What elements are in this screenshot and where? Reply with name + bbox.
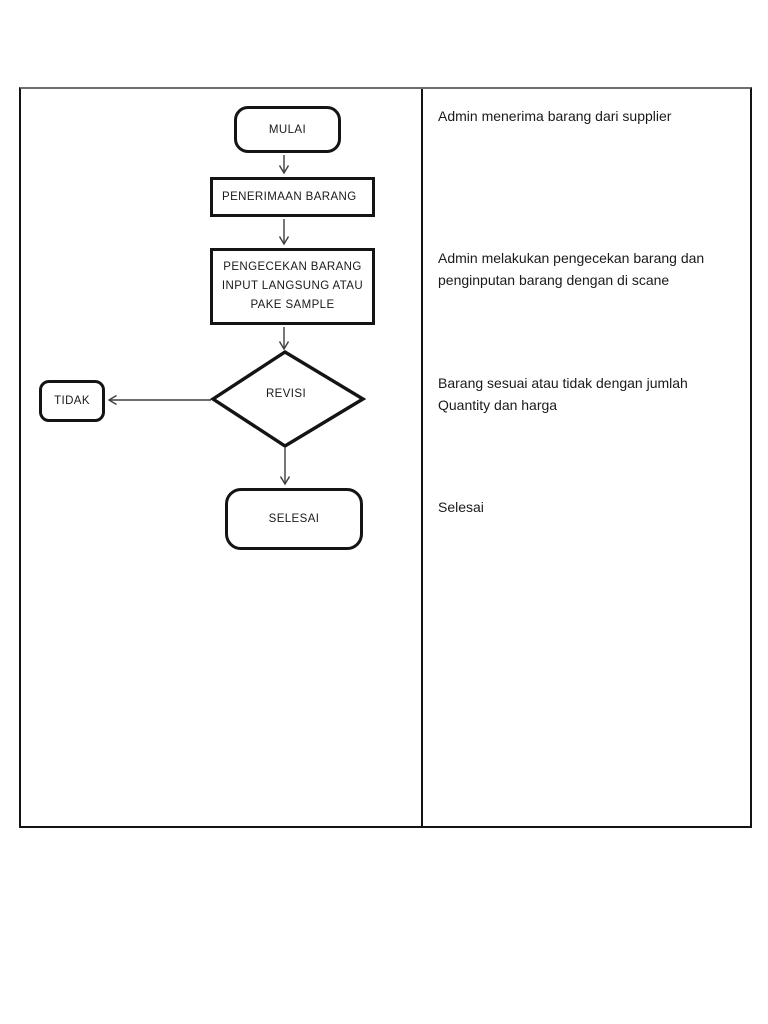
flow-node-selesai: SELESAI bbox=[225, 488, 363, 550]
annotation-selesai: Selesai bbox=[438, 499, 484, 515]
document-table bbox=[19, 87, 752, 828]
flow-node-penerimaan-barang: PENERIMAAN BARANG bbox=[210, 177, 375, 217]
flow-node-pengecekan-barang: PENGECEKAN BARANG INPUT LANGSUNG ATAU PA… bbox=[210, 248, 375, 325]
table-column-divider bbox=[421, 89, 423, 826]
annotation-admin-melakukan: Admin melakukan pengecekan barang dan pe… bbox=[438, 250, 705, 288]
annotation-admin-menerima: Admin menerima barang dari supplier bbox=[438, 108, 672, 124]
flow-node-mulai: MULAI bbox=[234, 106, 341, 153]
flow-node-revisi-label: REVISI bbox=[265, 388, 307, 400]
flow-node-tidak: TIDAK bbox=[39, 380, 105, 422]
annotation-barang-sesuai: Barang sesuai atau tidak dengan jumlah Q… bbox=[438, 375, 688, 413]
